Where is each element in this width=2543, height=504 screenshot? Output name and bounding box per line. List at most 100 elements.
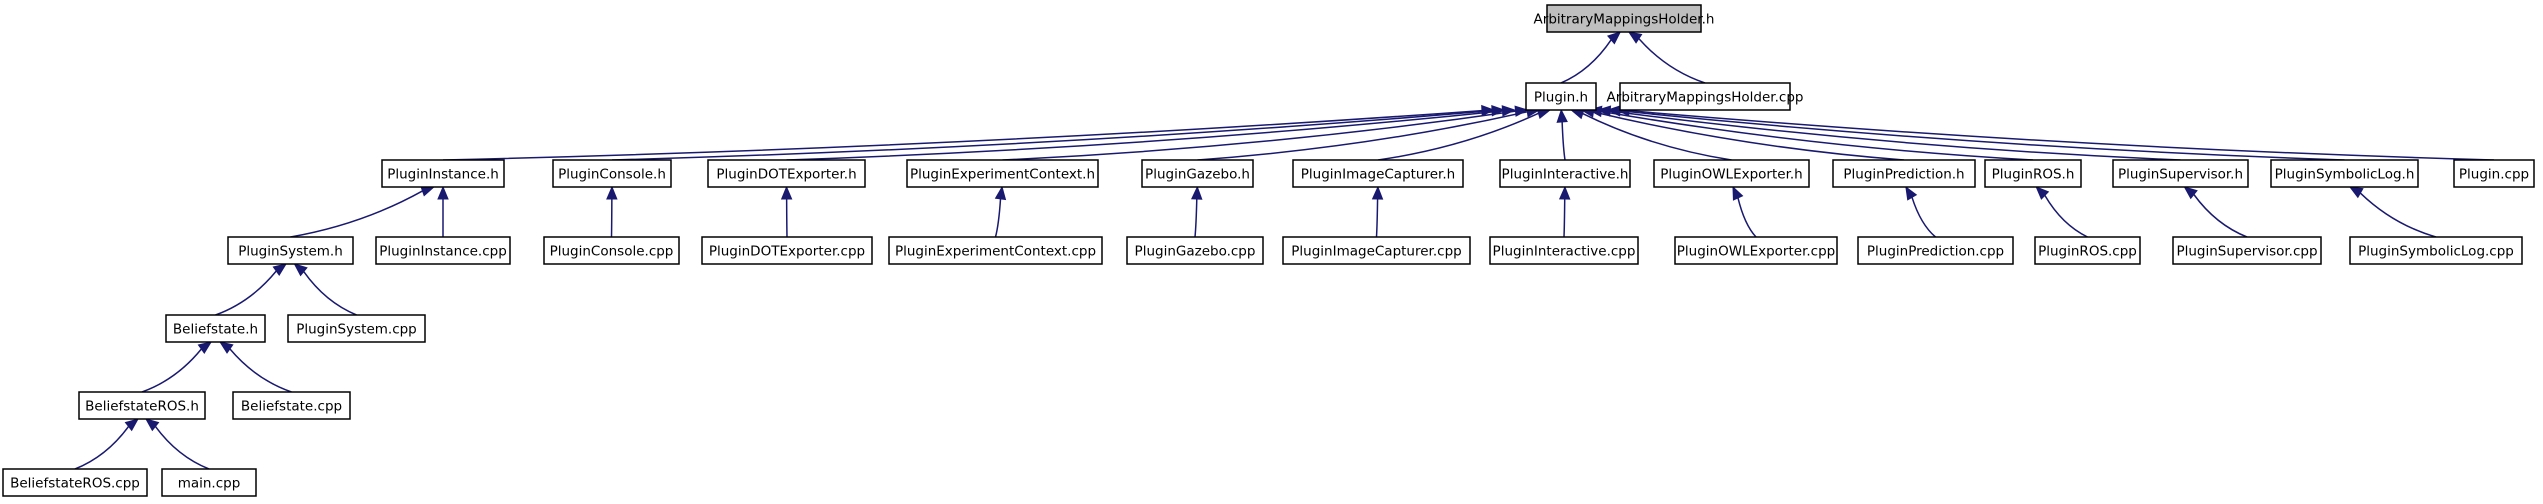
node-box[interactable] <box>1857 236 2014 265</box>
edge-line <box>1601 110 2034 161</box>
node-pluginros-cpp[interactable]: PluginROS.cpp <box>2034 236 2141 265</box>
node-plugingazebo-h[interactable]: PluginGazebo.h <box>1141 159 1254 188</box>
node-box[interactable] <box>543 236 680 265</box>
node-pluginexperimentcontext-cpp[interactable]: PluginExperimentContext.cpp <box>888 236 1103 265</box>
node-pluginimagecapturer-cpp[interactable]: PluginImageCapturer.cpp <box>1282 236 1471 265</box>
node-box[interactable] <box>1141 159 1254 188</box>
edge-arrowhead <box>2035 186 2050 200</box>
node-pluginexperimentcontext-h[interactable]: PluginExperimentContext.h <box>906 159 1099 188</box>
node-box[interactable] <box>2349 236 2523 265</box>
node-box[interactable] <box>1282 236 1471 265</box>
edge-line <box>154 426 210 470</box>
node-box[interactable] <box>1292 159 1464 188</box>
edge-line <box>1628 109 2495 161</box>
node-pluginsupervisor-cpp[interactable]: PluginSupervisor.cpp <box>2172 236 2322 265</box>
node-box[interactable] <box>161 468 257 497</box>
node-label: main.cpp <box>178 476 241 492</box>
node-label: PluginOWLExporter.h <box>1660 167 1802 183</box>
edge-arrowhead <box>197 341 213 354</box>
node-label: PluginConsole.cpp <box>550 244 674 260</box>
edge-plugininstance-cpp-to-plugininstance-h <box>437 185 449 237</box>
node-box[interactable] <box>2270 159 2419 188</box>
edge-line <box>1610 110 2181 161</box>
node-box[interactable] <box>2453 159 2535 188</box>
node-box[interactable] <box>1653 159 1810 188</box>
node-box[interactable] <box>375 236 511 265</box>
node-box[interactable] <box>2 468 148 497</box>
node-main-cpp[interactable]: main.cpp <box>161 468 257 497</box>
edge-arrowhead <box>218 341 234 354</box>
edge-arrowhead <box>1606 31 1622 45</box>
node-box[interactable] <box>1674 236 1838 265</box>
node-plugindotexporter-cpp[interactable]: PluginDOTExporter.cpp <box>701 236 873 265</box>
edge-line <box>1638 38 1706 84</box>
node-box[interactable] <box>2034 236 2141 265</box>
edge-plugininteractive-cpp-to-plugininteractive-h <box>1558 185 1571 238</box>
edge-arrowhead <box>780 185 793 200</box>
edge-line <box>141 348 202 393</box>
node-label: PluginGazebo.cpp <box>1135 244 1256 260</box>
edge-line <box>290 190 423 238</box>
node-label: PluginImageCapturer.h <box>1301 167 1455 183</box>
node-beliefstateros-h[interactable]: BeliefstateROS.h <box>78 391 206 420</box>
node-plugininteractive-h[interactable]: PluginInteractive.h <box>1499 159 1631 188</box>
node-box[interactable] <box>287 314 426 343</box>
node-label: ArbitraryMappingsHolder.cpp <box>1607 90 1804 106</box>
edge-line <box>1582 112 1732 161</box>
node-pluginsymboliclog-h[interactable]: PluginSymbolicLog.h <box>2270 159 2419 188</box>
node-box[interactable] <box>1525 82 1597 111</box>
node-pluginsystem-h[interactable]: PluginSystem.h <box>227 236 354 265</box>
node-box[interactable] <box>2112 159 2249 188</box>
node-plugininstance-h[interactable]: PluginInstance.h <box>381 159 505 188</box>
node-box[interactable] <box>1126 236 1264 265</box>
node-pluginowlexporter-h[interactable]: PluginOWLExporter.h <box>1653 159 1810 188</box>
node-box[interactable] <box>1832 159 1976 188</box>
node-pluginsupervisor-h[interactable]: PluginSupervisor.h <box>2112 159 2249 188</box>
node-pluginsystem-cpp[interactable]: PluginSystem.cpp <box>287 314 426 343</box>
node-plugindotexporter-h[interactable]: PluginDOTExporter.h <box>707 159 866 188</box>
node-box[interactable] <box>78 391 206 420</box>
node-arbitrarymappingsholder-cpp[interactable]: ArbitraryMappingsHolder.cpp <box>1607 82 1804 111</box>
node-box[interactable] <box>552 159 672 188</box>
edge-line <box>1737 197 1757 238</box>
edge-line <box>1560 39 1612 84</box>
node-box[interactable] <box>701 236 873 265</box>
node-label: PluginDOTExporter.cpp <box>709 244 865 260</box>
node-box[interactable] <box>906 159 1099 188</box>
node-plugin-h[interactable]: Plugin.h <box>1525 82 1597 111</box>
node-box[interactable] <box>1619 82 1791 111</box>
node-beliefstateros-cpp[interactable]: BeliefstateROS.cpp <box>2 468 148 497</box>
edge-arrowhead <box>1732 185 1744 201</box>
node-box[interactable] <box>2172 236 2322 265</box>
edge-pluginconsole-cpp-to-pluginconsole-h <box>606 185 618 238</box>
node-pluginsymboliclog-cpp[interactable]: PluginSymbolicLog.cpp <box>2349 236 2523 265</box>
node-arbitrarymappingsholder-h[interactable]: ArbitraryMappingsHolder.h <box>1534 4 1715 33</box>
node-pluginimagecapturer-h[interactable]: PluginImageCapturer.h <box>1292 159 1464 188</box>
node-pluginprediction-h[interactable]: PluginPrediction.h <box>1832 159 1976 188</box>
node-box[interactable] <box>1984 159 2082 188</box>
node-plugininteractive-cpp[interactable]: PluginInteractive.cpp <box>1489 236 1639 265</box>
node-box[interactable] <box>381 159 505 188</box>
node-box[interactable] <box>1546 4 1702 33</box>
node-box[interactable] <box>888 236 1103 265</box>
node-beliefstate-h[interactable]: Beliefstate.h <box>165 314 266 343</box>
node-box[interactable] <box>707 159 866 188</box>
node-box[interactable] <box>232 391 351 420</box>
node-plugingazebo-cpp[interactable]: PluginGazebo.cpp <box>1126 236 1264 265</box>
edge-arrowhead <box>437 185 449 200</box>
edge-arrowhead <box>1556 108 1568 123</box>
node-plugininstance-cpp[interactable]: PluginInstance.cpp <box>375 236 511 265</box>
node-box[interactable] <box>1499 159 1631 188</box>
node-pluginconsole-h[interactable]: PluginConsole.h <box>552 159 672 188</box>
edge-beliefstateros-cpp-to-beliefstateros-h <box>74 418 139 470</box>
node-pluginprediction-cpp[interactable]: PluginPrediction.cpp <box>1857 236 2014 265</box>
node-pluginowlexporter-cpp[interactable]: PluginOWLExporter.cpp <box>1674 236 1838 265</box>
node-pluginconsole-cpp[interactable]: PluginConsole.cpp <box>543 236 680 265</box>
edge-line <box>1197 111 1528 161</box>
node-plugin-cpp[interactable]: Plugin.cpp <box>2453 159 2535 188</box>
node-pluginros-h[interactable]: PluginROS.h <box>1984 159 2082 188</box>
node-box[interactable] <box>1489 236 1639 265</box>
node-beliefstate-cpp[interactable]: Beliefstate.cpp <box>232 391 351 420</box>
node-box[interactable] <box>165 314 266 343</box>
node-box[interactable] <box>227 236 354 265</box>
